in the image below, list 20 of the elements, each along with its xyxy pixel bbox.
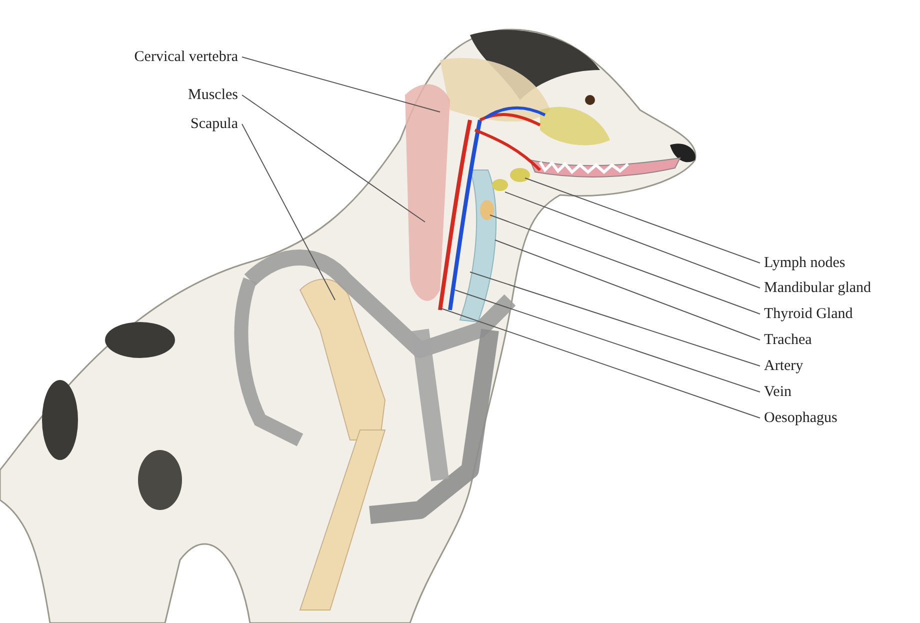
part-label: Scapula — [190, 115, 238, 134]
part-label: Vein — [764, 383, 792, 402]
leader-line — [440, 308, 760, 418]
leader-line — [242, 124, 336, 300]
part-label: Cervical vertebra — [134, 48, 238, 67]
leader-line — [504, 192, 760, 288]
leader-line — [242, 94, 426, 222]
leader-line — [490, 214, 760, 314]
part-label: Trachea — [764, 331, 812, 350]
leader-line — [494, 240, 760, 340]
leader-line — [242, 56, 440, 112]
part-label: Muscles — [188, 86, 238, 105]
leader-line — [470, 272, 760, 366]
part-label: Mandibular gland — [764, 279, 872, 298]
part-label: Oesophagus — [764, 409, 838, 428]
part-label: Lymph nodes — [764, 254, 846, 273]
leader-line — [524, 178, 760, 264]
part-label: Artery — [764, 357, 804, 376]
leader-line — [454, 290, 760, 392]
part-label: Thyroid Gland — [764, 305, 853, 324]
